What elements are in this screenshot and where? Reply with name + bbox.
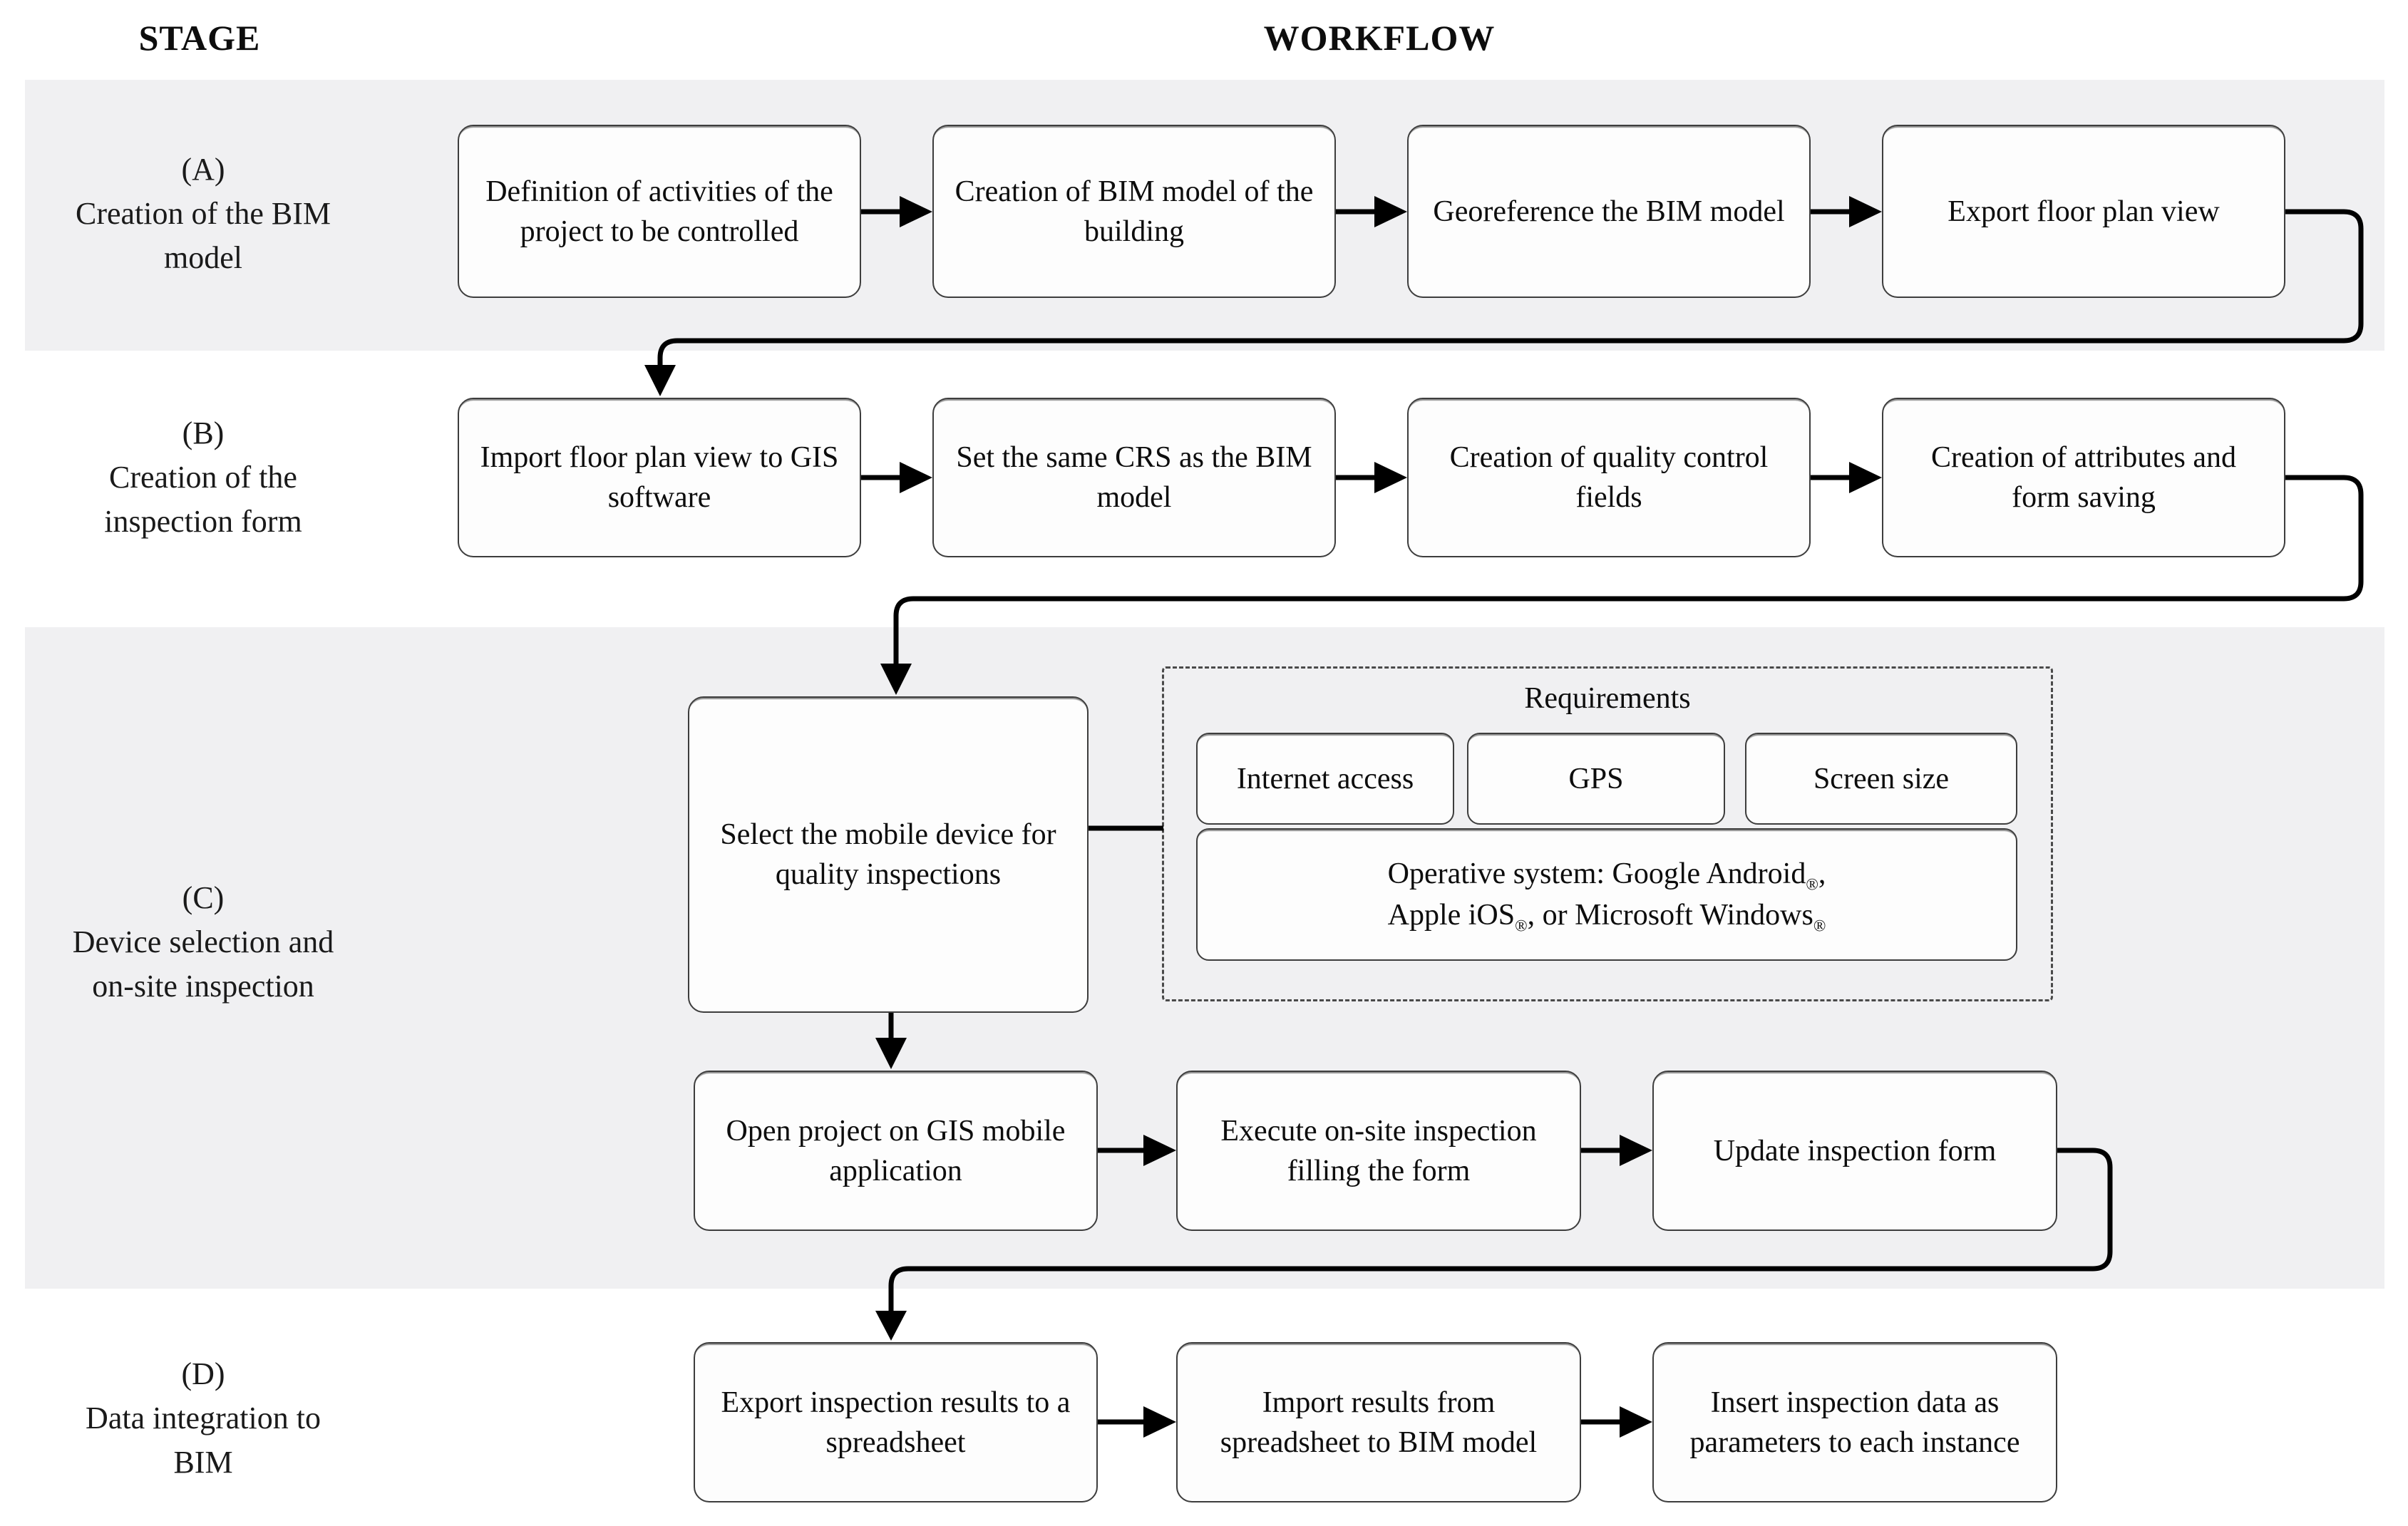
requirements-group-box: Requirements [1162,666,2053,1001]
arrowhead-icon [875,1311,907,1341]
flow-box-attributes-form-saving: Creation of attributes and form saving [1882,398,2285,557]
flow-box-update-inspection-form: Update inspection form [1652,1071,2057,1231]
arrowhead-icon [1849,462,1882,493]
stage-a-label-line2: Creation of the BIM [75,196,331,231]
stage-c-label-line2: Device selection and [72,924,334,959]
requirement-gps: GPS [1467,733,1725,825]
workflow-column-header: WORKFLOW [1263,18,1496,58]
stage-b-label-line3: inspection form [104,504,302,539]
stage-a-label: (A) Creation of the BIM model [11,148,396,280]
stage-d-label: (D) Data integration to BIM [11,1352,396,1485]
stage-d-label-line3: BIM [173,1445,233,1480]
stage-a-label-line1: (A) [181,152,225,187]
flow-box-quality-control-fields: Creation of quality control fields [1407,398,1811,557]
flow-box-export-results-spreadsheet: Export inspection results to a spreadshe… [694,1342,1098,1502]
arrowhead-icon [1620,1406,1652,1438]
arrowhead-icon [1143,1406,1176,1438]
stage-c-label: (C) Device selection and on-site inspect… [11,876,396,1009]
requirements-title: Requirements [1524,682,1691,715]
stage-c-label-line1: (C) [182,880,225,915]
stage-a-label-line3: model [164,240,242,275]
stage-c-label-line3: on-site inspection [92,969,314,1004]
flow-box-set-crs: Set the same CRS as the BIM model [932,398,1336,557]
stage-d-label-line2: Data integration to [86,1401,321,1435]
flow-box-select-mobile-device: Select the mobile device for quality ins… [688,696,1089,1013]
flow-box-import-floor-plan: Import floor plan view to GIS software [458,398,861,557]
flow-box-insert-inspection-data: Insert inspection data as parameters to … [1652,1342,2057,1502]
flow-box-creation-bim-model: Creation of BIM model of the building [932,125,1336,298]
registered-mark-icon: ® [1515,916,1528,935]
requirement-screen-size: Screen size [1745,733,2017,825]
arrowhead-icon [644,365,676,396]
registered-mark-icon: ® [1813,916,1826,935]
requirement-operative-system: Operative system: Google Android®, Apple… [1196,828,2017,961]
stage-b-label-line1: (B) [182,416,225,450]
stage-column-header: STAGE [138,18,261,58]
flow-box-import-results-bim: Import results from spreadsheet to BIM m… [1176,1342,1581,1502]
registered-mark-icon: ® [1806,875,1818,894]
stage-d-label-line1: (D) [181,1356,225,1391]
arrowhead-icon [1374,462,1407,493]
flow-box-open-project-gis: Open project on GIS mobile application [694,1071,1098,1231]
requirement-internet-access: Internet access [1196,733,1454,825]
flow-box-definition-activities: Definition of activities of the project … [458,125,861,298]
flow-box-export-floor-plan: Export floor plan view [1882,125,2285,298]
arrowhead-icon [900,462,932,493]
flow-box-execute-onsite-inspection: Execute on-site inspection filling the f… [1176,1071,1581,1231]
os-line-2: Apple iOS®, or Microsoft Windows® [1387,899,1826,935]
flow-box-georeference-bim: Georeference the BIM model [1407,125,1811,298]
os-line-1: Operative system: Google Android®, [1387,857,1826,894]
stage-b-label: (B) Creation of the inspection form [11,411,396,544]
stage-b-label-line2: Creation of the [109,460,297,495]
